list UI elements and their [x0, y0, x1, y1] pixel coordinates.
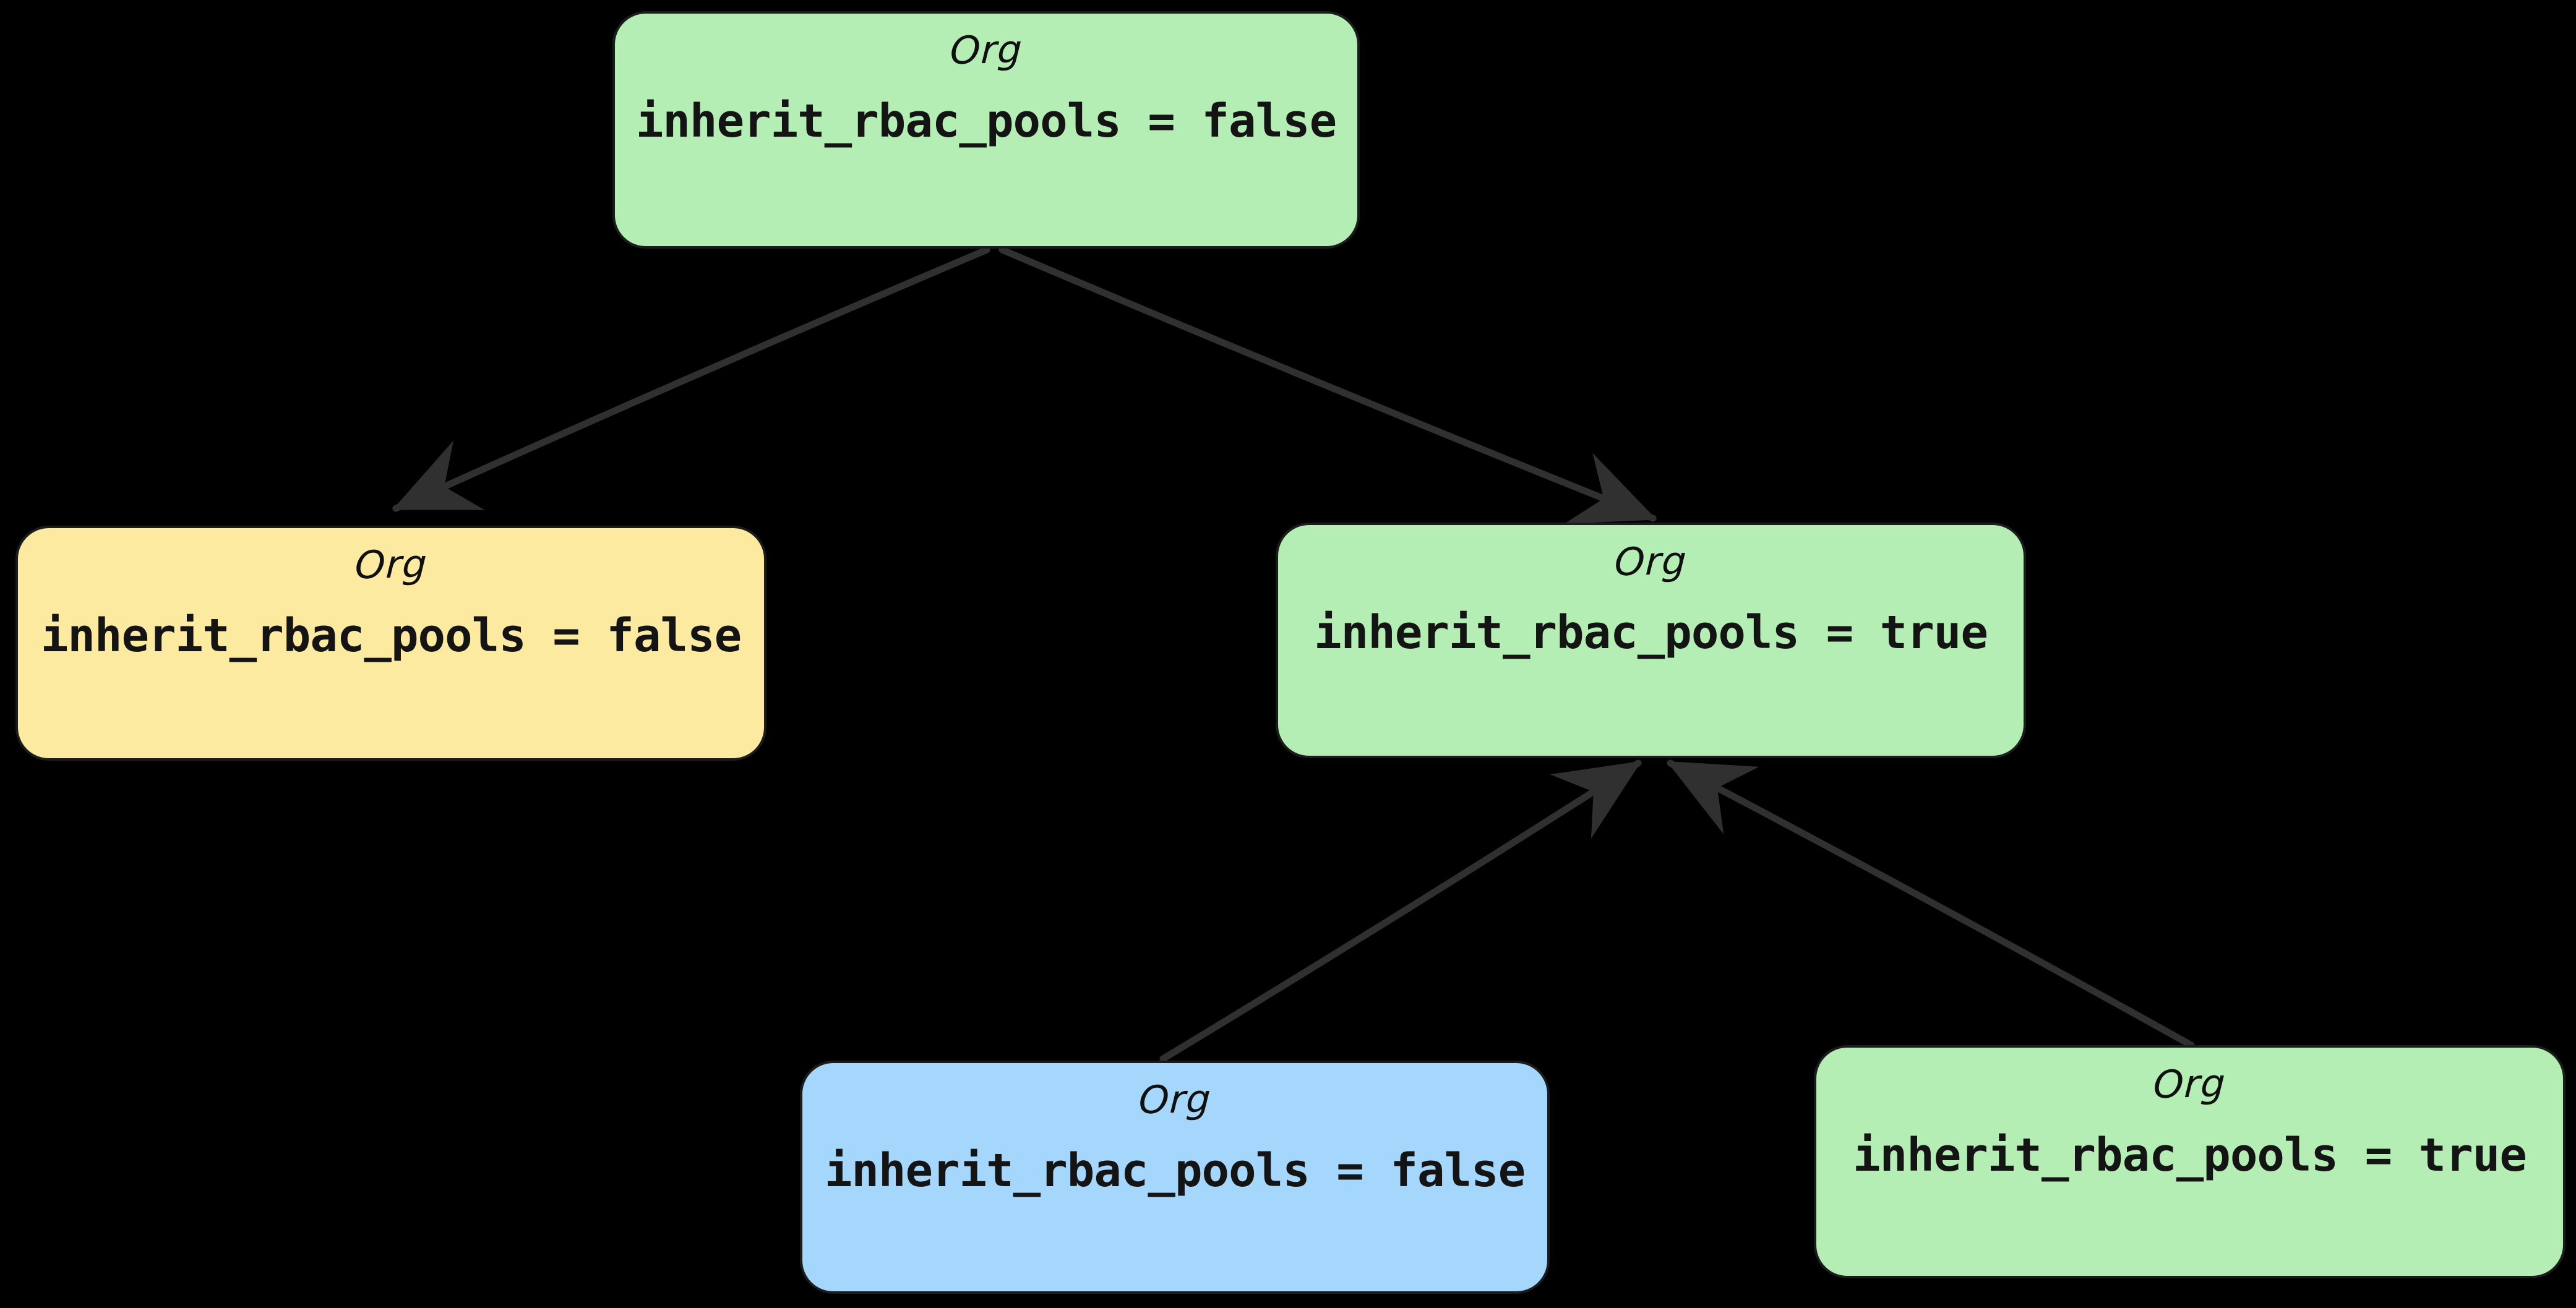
- edge-bottom-left-child-to-right-child: [1159, 759, 1642, 1062]
- node-right-child[interactable]: Org inherit_rbac_pools = true: [1276, 523, 2026, 758]
- edge-root-to-right-child: [998, 246, 1657, 524]
- edge-root-to-left-child: [392, 246, 990, 512]
- node-title: Org: [1613, 537, 1688, 585]
- node-title: Org: [353, 541, 429, 588]
- node-attribute: inherit_rbac_pools = true: [1853, 1129, 2527, 1182]
- node-attribute: inherit_rbac_pools = false: [824, 1144, 1526, 1198]
- node-attribute: inherit_rbac_pools = false: [40, 609, 742, 663]
- node-bottom-right-child[interactable]: Org inherit_rbac_pools = true: [1814, 1045, 2565, 1278]
- edge-bottom-right-child-to-right-child: [1667, 759, 2195, 1049]
- node-root[interactable]: Org inherit_rbac_pools = false: [612, 11, 1360, 249]
- node-attribute: inherit_rbac_pools = true: [1314, 606, 1988, 660]
- node-attribute: inherit_rbac_pools = false: [635, 95, 1337, 148]
- node-title: Org: [2152, 1060, 2227, 1108]
- node-left-child[interactable]: Org inherit_rbac_pools = false: [15, 526, 766, 761]
- node-title: Org: [1137, 1075, 1213, 1123]
- node-bottom-left-child[interactable]: Org inherit_rbac_pools = false: [800, 1061, 1550, 1294]
- node-title: Org: [948, 26, 1024, 74]
